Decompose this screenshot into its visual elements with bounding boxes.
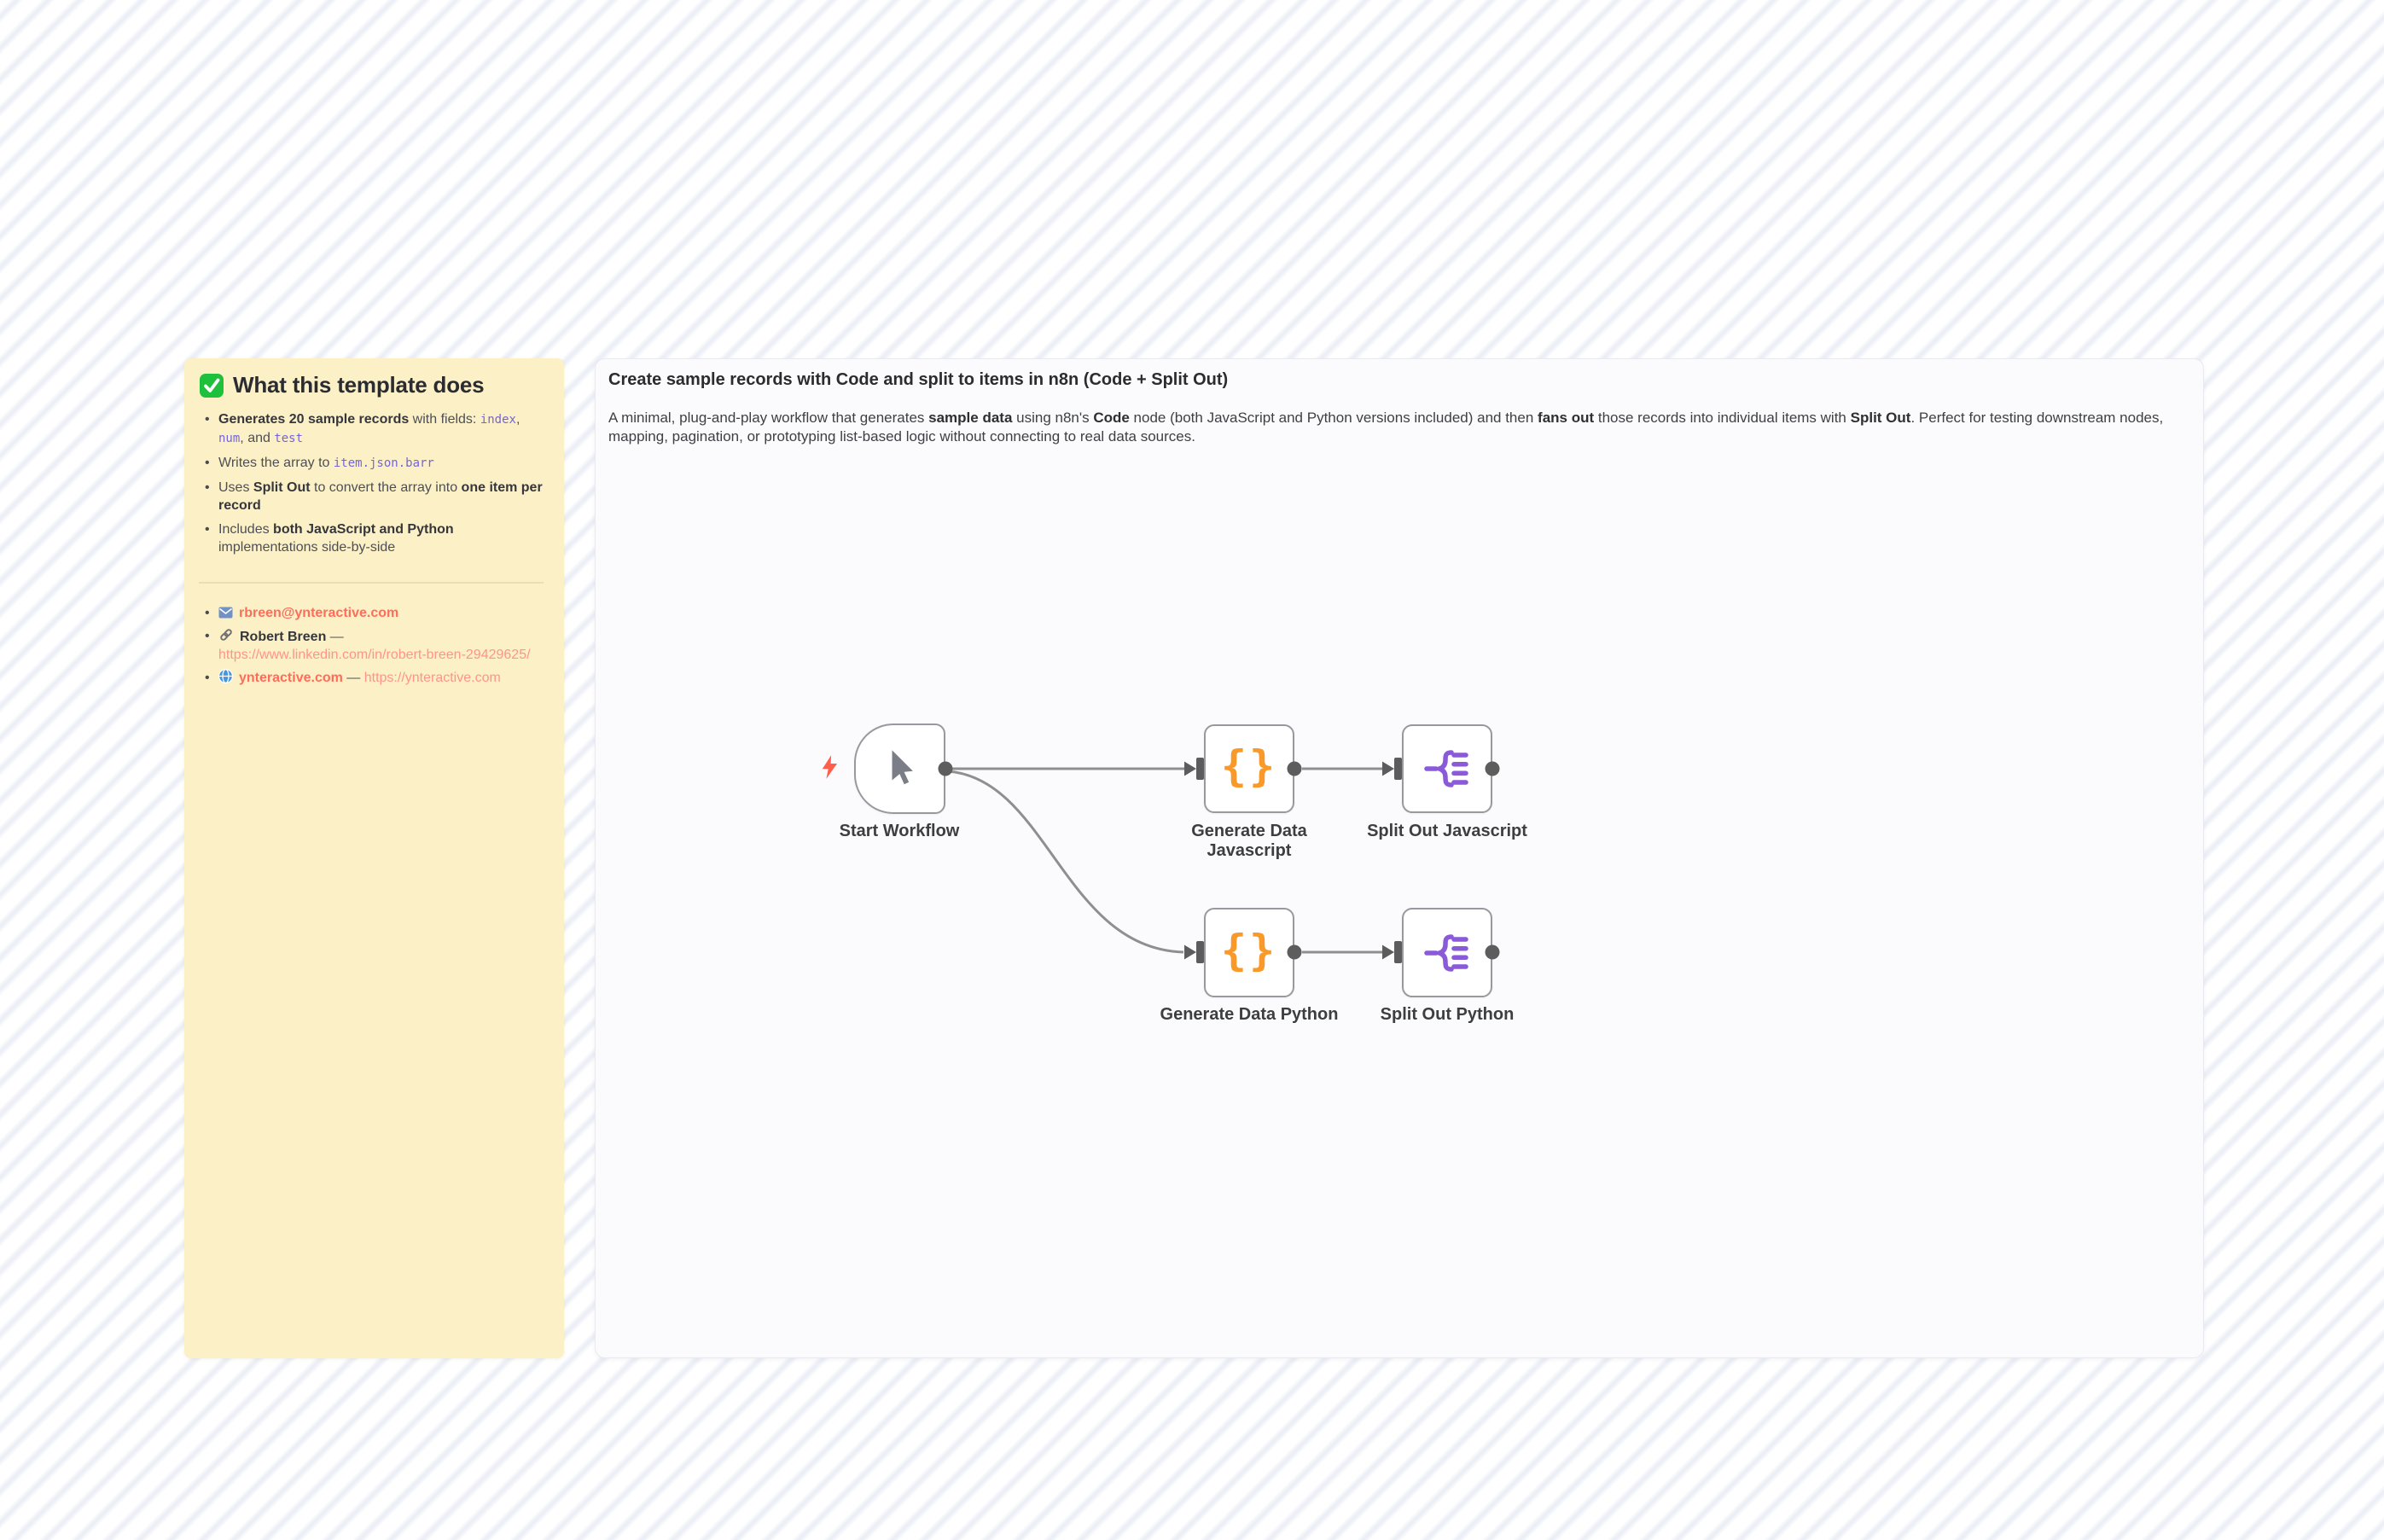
sticky-note-title: What this template does bbox=[233, 372, 485, 398]
workflow-description: A minimal, plug-and-play workflow that g… bbox=[608, 410, 2164, 445]
node-generate-data-javascript[interactable]: {} bbox=[1204, 724, 1294, 813]
email-icon bbox=[218, 607, 233, 619]
input-arrow bbox=[1382, 761, 1394, 776]
workflow-panel[interactable]: Create sample records with Code and spli… bbox=[595, 358, 2204, 1358]
node-label-start-workflow: Start Workflow bbox=[839, 822, 960, 840]
input-arrow bbox=[1184, 761, 1196, 776]
node-start-workflow[interactable] bbox=[854, 724, 945, 814]
node-split-out-javascript[interactable] bbox=[1402, 724, 1492, 813]
cursor-icon bbox=[892, 750, 913, 785]
sticky-divider bbox=[199, 582, 544, 584]
lightning-bolt-icon bbox=[822, 755, 838, 779]
contact-website-item: ynteractive.com — https://ynteractive.co… bbox=[205, 668, 545, 687]
workflow-title: Create sample records with Code and spli… bbox=[608, 370, 1229, 389]
contact-email-item: rbreen@ynteractive.com bbox=[205, 604, 545, 622]
sticky-bullet-3: Uses Split Out to convert the array into… bbox=[205, 479, 545, 514]
split-out-icon bbox=[1424, 933, 1468, 972]
input-port bbox=[1394, 758, 1402, 780]
sticky-bullet-list: Generates 20 sample records with fields:… bbox=[199, 410, 545, 556]
input-arrow bbox=[1184, 944, 1196, 960]
sticky-bullet-4: Includes both JavaScript and Python impl… bbox=[205, 520, 545, 556]
code-icon: {} bbox=[1220, 925, 1278, 975]
node-generate-data-python[interactable]: {} bbox=[1204, 908, 1294, 997]
contact-email-link[interactable]: rbreen@ynteractive.com bbox=[239, 606, 399, 620]
sticky-note[interactable]: What this template does Generates 20 sam… bbox=[184, 358, 564, 1358]
edge-start-to-generate-python bbox=[947, 770, 1184, 954]
code-icon: {} bbox=[1220, 741, 1278, 791]
input-arrow bbox=[1382, 944, 1394, 960]
check-icon bbox=[199, 373, 224, 398]
node-label-generate-data-python: Generate Data Python bbox=[1160, 1005, 1339, 1024]
node-split-out-python[interactable] bbox=[1402, 908, 1492, 997]
node-label-split-out-javascript: Split Out Javascript bbox=[1367, 822, 1527, 840]
node-label-split-out-python: Split Out Python bbox=[1380, 1005, 1515, 1024]
contact-list: rbreen@ynteractive.com Robert Breen — ht… bbox=[199, 604, 545, 687]
sticky-bullet-1: Generates 20 sample records with fields:… bbox=[205, 410, 545, 448]
sticky-title-row: What this template does bbox=[199, 372, 545, 398]
node-label-generate-data-javascript: Generate Data Javascript bbox=[1191, 822, 1307, 860]
globe-icon bbox=[218, 668, 233, 684]
workflow-graph: {} {} bbox=[596, 359, 2203, 1357]
contact-linkedin-link[interactable]: Robert Breen — https://www.linkedin.com/… bbox=[218, 630, 531, 662]
input-port bbox=[1196, 941, 1204, 963]
contact-website-link[interactable]: ynteractive.com — https://ynteractive.co… bbox=[239, 671, 501, 685]
link-icon bbox=[218, 627, 234, 642]
contact-linkedin-item: Robert Breen — https://www.linkedin.com/… bbox=[205, 627, 545, 664]
split-out-icon bbox=[1424, 750, 1468, 787]
input-port bbox=[1394, 941, 1402, 963]
input-port bbox=[1196, 758, 1204, 780]
sticky-bullet-2: Writes the array to item.json.barr bbox=[205, 454, 545, 473]
